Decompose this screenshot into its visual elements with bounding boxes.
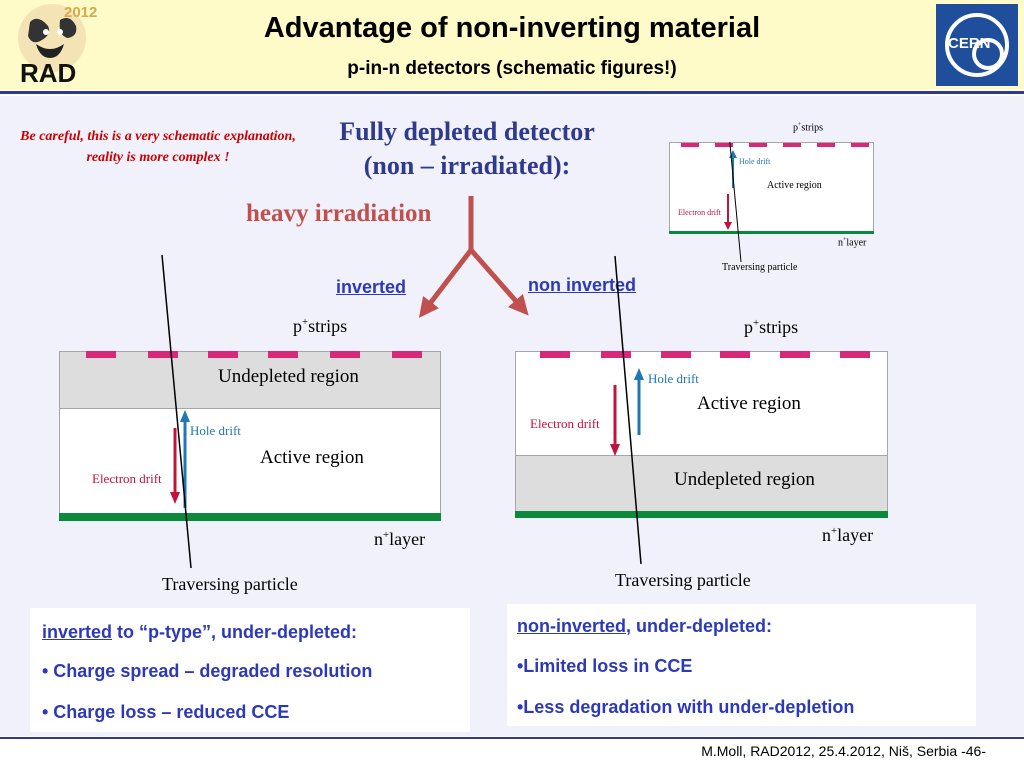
small-drift-arrows [724,142,742,263]
small-strip [783,143,801,147]
cern-logo-icon [945,13,1009,77]
non-inverted-summary-panel: non-inverted, under-depleted: •Limited l… [507,604,976,726]
small-strip [715,143,733,147]
inverted-strip [208,351,238,358]
non-inverted-label: non inverted [528,275,637,295]
non-inverted-traversing-particle-label: Traversing particle [615,570,751,590]
rad-logo-year: 2012 [64,4,98,21]
inverted-summary-bullet: • Charge spread – degraded resolution [42,661,373,681]
inverted-summary-bullet: • Charge loss – reduced CCE [42,702,290,722]
non-inverted-summary-heading: non-inverted, under-depleted: [517,616,773,636]
small-n-layer-label: n+layer [838,237,867,249]
inverted-traversing-particle-label: Traversing particle [162,574,298,594]
inverted-n-layer-label: n+layer [374,529,426,549]
slide-header [0,0,1024,90]
non-inverted-strips-label: p+strips [744,317,799,337]
small-strip [749,143,767,147]
slide-title: Advantage of non-inverting material [263,12,761,44]
fully-depleted-title-line2: (non – irradiated): [363,151,571,180]
non-inverted-summary-bullet: •Limited loss in CCE [517,656,693,676]
small-strip [817,143,835,147]
heavy-irradiation-label: heavy irradiation [246,200,432,227]
cern-logo-text: CERN [948,35,991,52]
non-inverted-active-region-label: Active region [697,393,801,414]
inverted-strip [392,351,422,358]
small-strip [681,143,699,147]
rad-logo-text: RAD [20,58,77,88]
non-inverted-electron-drift-label: Electron drift [530,416,600,431]
small-diagram-strips-label: p+strips [793,122,824,134]
inverted-strip [330,351,360,358]
non-inverted-strip [840,351,870,358]
small-n-layer [669,231,874,234]
inverted-arrows-and-track [161,254,192,569]
non-inverted-undepleted-region [516,455,887,512]
small-strip [851,143,869,147]
header-divider [0,91,1024,94]
inverted-active-region-label: Active region [260,447,364,468]
inverted-hole-drift-label: Hole drift [190,423,241,438]
inverted-strip [148,351,178,358]
footer-citation: M.Moll, RAD2012, 25.4.2012, Niš, Serbia … [701,743,986,759]
non-inverted-strip [661,351,691,358]
slide-subtitle: p-in-n detectors (schematic figures!) [347,58,677,79]
fully-depleted-title: Fully depleted detector (non – irradiate… [312,115,622,183]
inverted-summary-panel: inverted to “p-type”, under-depleted: • … [30,608,470,732]
inverted-strip [268,351,298,358]
non-inverted-arrows-and-track [610,255,644,565]
inverted-strips-label: p+strips [293,316,348,336]
non-inverted-n-layer [515,511,888,518]
inverted-summary-heading: inverted to “p-type”, under-depleted: [42,622,358,642]
non-inverted-hole-drift-label: Hole drift [648,371,699,386]
non-inverted-undepleted-label: Undepleted region [674,469,815,490]
footer-divider [0,737,1024,739]
fully-depleted-title-line1: Fully depleted detector [339,117,595,146]
small-detector [669,142,874,234]
small-hole-drift-label: Hole drift [739,157,771,166]
small-electron-drift-label: Electron drift [678,208,721,217]
small-traversing-particle-label: Traversing particle [722,262,798,273]
inverted-n-layer [59,513,441,521]
branch-arrow [418,196,529,318]
non-inverted-strip [540,351,570,358]
non-inverted-strip [780,351,810,358]
rad-logo: 2012 RAD [2,2,106,88]
small-active-region-label: Active region [767,180,822,191]
non-inverted-n-layer-label: n+layer [822,525,874,545]
inverted-electron-drift-label: Electron drift [92,471,162,486]
rad-logo-icon [18,4,86,72]
non-inverted-strip [601,351,631,358]
inverted-label: inverted [336,277,407,297]
caution-note: Be careful, this is a very schematic exp… [20,129,296,165]
non-inverted-summary-bullet: •Less degradation with under-depletion [517,697,855,717]
inverted-undepleted-region [60,352,440,409]
non-inverted-strip [720,351,750,358]
cern-logo: CERN [936,4,1018,86]
inverted-undepleted-label: Undepleted region [218,366,359,387]
inverted-strip [86,351,116,358]
